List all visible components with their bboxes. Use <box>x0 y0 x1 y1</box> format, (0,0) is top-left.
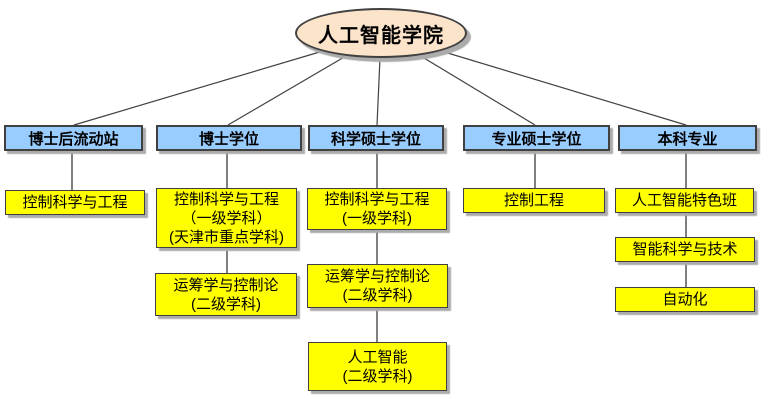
node-control-science-engineering-first-level: 控制科学与工程 （一级学科） (天津市重点学科) <box>156 188 297 248</box>
node-control-science-engineering: 控制科学与工程 <box>5 190 145 215</box>
connector-line <box>376 57 381 126</box>
root-node-ai-college: 人工智能学院 <box>295 8 467 58</box>
branch-undergraduate-majors: 本科专业 <box>618 125 757 151</box>
node-operations-research-cybernetics-master: 运筹学与控制论 (二级学科) <box>307 264 448 308</box>
node-automation: 自动化 <box>615 287 755 312</box>
branch-science-master-degree: 科学硕士学位 <box>308 125 444 151</box>
branch-professional-master-degree: 专业硕士学位 <box>463 125 610 151</box>
connector-line <box>73 50 324 126</box>
node-control-science-engineering-master: 控制科学与工程 (一级学科) <box>307 188 447 230</box>
branch-postdoc-station: 博士后流动站 <box>4 125 143 151</box>
connector-line <box>418 54 536 126</box>
branch-doctoral-degree: 博士学位 <box>156 125 302 151</box>
node-operations-research-cybernetics-doctoral: 运筹学与控制论 (二级学科) <box>155 273 297 316</box>
connector-line <box>440 50 687 126</box>
connector-line <box>227 55 347 126</box>
node-ai-special-class: 人工智能特色班 <box>615 188 754 213</box>
node-intelligent-science-technology: 智能科学与技术 <box>615 237 755 262</box>
node-artificial-intelligence-second-level: 人工智能 (二级学科) <box>308 342 447 391</box>
node-control-engineering: 控制工程 <box>463 188 605 213</box>
